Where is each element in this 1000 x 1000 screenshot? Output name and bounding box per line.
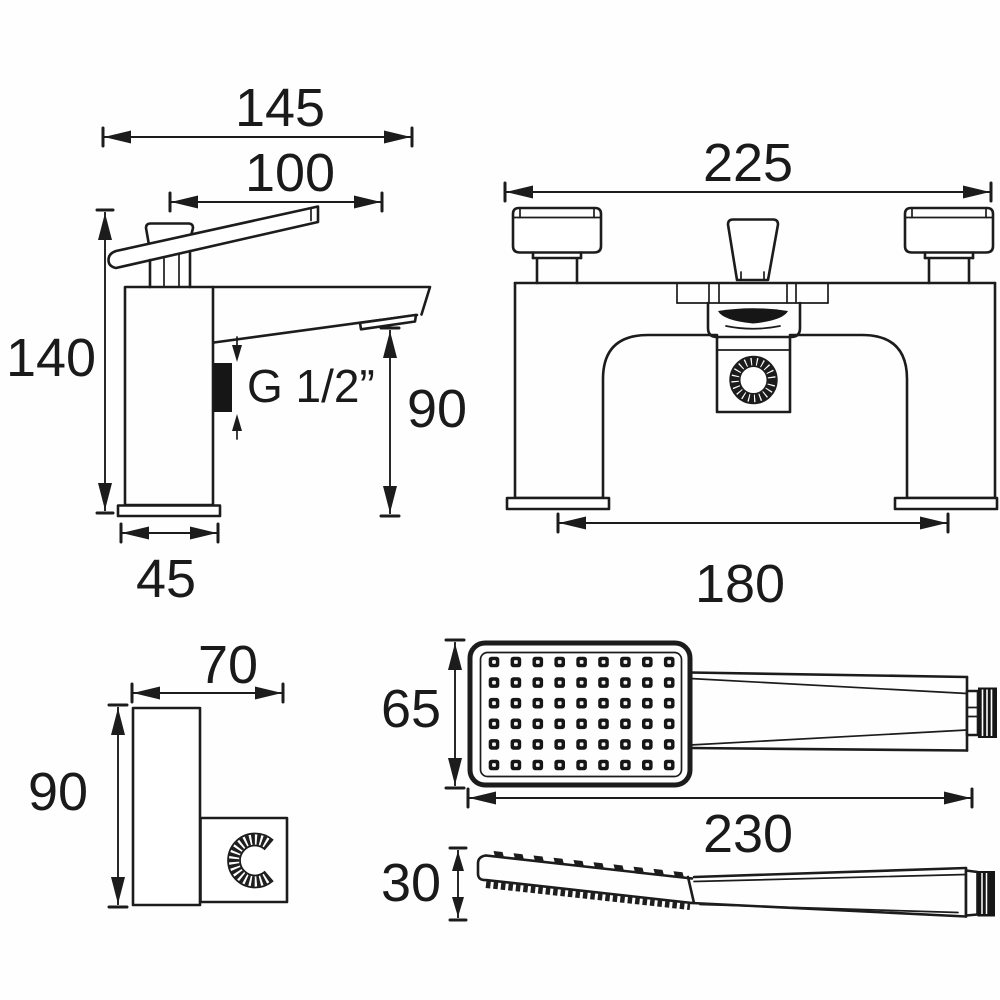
dim-65-label: 65 [381, 679, 441, 739]
dim-100-label: 100 [245, 143, 335, 203]
handset-nozzle-grid [489, 657, 675, 771]
dim-140: 140 [6, 210, 113, 513]
mixer-right-handle [905, 208, 993, 283]
dim-230: 230 [468, 789, 972, 864]
bracket-wall-plate [133, 708, 200, 905]
handset-neck-plan [967, 691, 978, 735]
dim-65: 65 [381, 640, 464, 788]
tap-lever-handle [109, 207, 319, 269]
waterfall-spout-lip [718, 308, 788, 323]
dim-100: 100 [170, 143, 382, 211]
mixer-left-handle [513, 208, 601, 283]
mixer-left-base [507, 498, 609, 509]
dim-225: 225 [505, 133, 991, 201]
handset-joint-line [688, 877, 694, 903]
handset-side-view: 30 [381, 848, 995, 920]
dim-145-label: 145 [235, 78, 325, 138]
mixer-spout-housing [677, 283, 828, 337]
dim-30: 30 [381, 848, 466, 920]
dim-45: 45 [121, 524, 218, 609]
dim-90-bracket: 90 [28, 705, 127, 907]
dim-90-bracket-label: 90 [28, 762, 88, 822]
dim-180-label: 180 [695, 554, 785, 614]
tap-thread-tail [214, 363, 233, 412]
handset-neck-side [966, 871, 978, 916]
handset-underside-hatch [486, 885, 690, 907]
mixer-outlet-block [717, 337, 790, 412]
dim-145: 145 [103, 78, 412, 146]
handset-face-view: 65 230 [381, 640, 997, 864]
dim-70-label: 70 [198, 635, 258, 695]
mixer-diverter-knob [728, 220, 778, 281]
thread-label: G 1/2” [247, 360, 375, 412]
tap-base-plate [118, 506, 220, 517]
dim-90-spout: 90 [381, 328, 467, 516]
basin-tap-view: 145 100 140 [6, 78, 467, 609]
handset-head-side [478, 851, 694, 907]
dim-140-label: 140 [6, 328, 96, 388]
bracket-holder-block [201, 818, 288, 902]
wall-bracket-view: 70 90 [28, 635, 287, 907]
handset-nozzle-bumps [494, 851, 685, 878]
dim-225-label: 225 [703, 133, 793, 193]
dim-30-label: 30 [381, 853, 441, 913]
dim-70: 70 [132, 635, 283, 702]
bath-mixer-view: 225 [505, 133, 997, 614]
thread-extent-arrows [232, 337, 242, 439]
dim-230-label: 230 [703, 804, 793, 864]
dim-45-label: 45 [136, 549, 196, 609]
dim-180: 180 [558, 514, 948, 614]
mixer-right-base [895, 498, 997, 509]
handset-handle-side [692, 868, 995, 917]
dim-90-label: 90 [407, 379, 467, 439]
handset-handle-plan [690, 673, 997, 751]
